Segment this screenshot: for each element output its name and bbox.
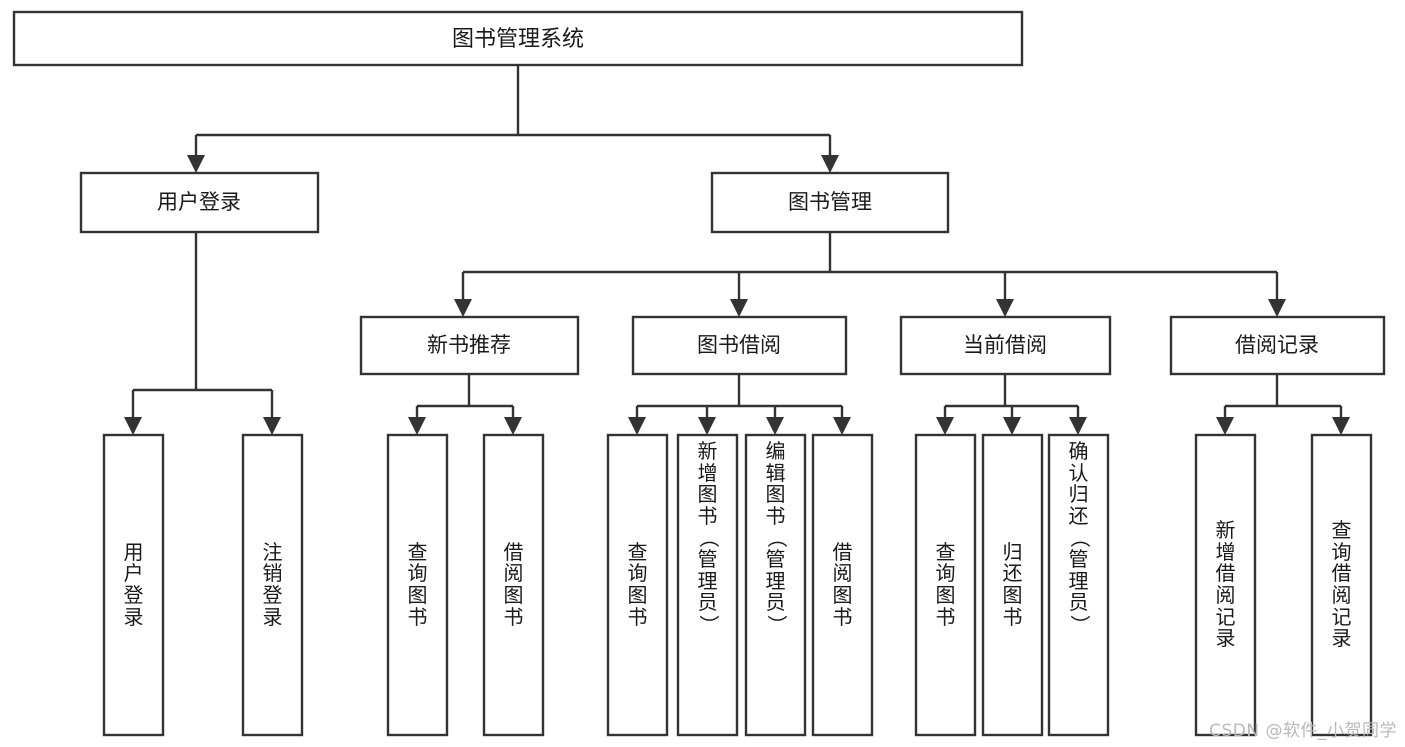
arrowhead-user-login bbox=[187, 155, 205, 173]
leaf-box-logout[interactable] bbox=[241, 433, 304, 737]
arrowhead-nb-borrow bbox=[504, 417, 522, 435]
node-current-borrow-label: 当前借阅 bbox=[963, 333, 1047, 357]
leaf-box-bb-edit[interactable] bbox=[744, 433, 807, 737]
arrowhead-bb-edit bbox=[766, 417, 784, 435]
node-root-label: 图书管理系统 bbox=[452, 27, 584, 52]
leaf-box-nb-query[interactable] bbox=[386, 433, 449, 737]
node-book-manage-label: 图书管理 bbox=[788, 190, 872, 214]
arrowhead-book-manage bbox=[821, 155, 839, 173]
node-borrow-record-label: 借阅记录 bbox=[1235, 333, 1319, 357]
leaf-box-bb-add[interactable] bbox=[676, 433, 739, 737]
node-new-book-label: 新书推荐 bbox=[427, 333, 511, 357]
leaf-box-br-add[interactable] bbox=[1194, 433, 1257, 737]
node-root-box[interactable] bbox=[12, 10, 1024, 67]
leaf-box-bb-query[interactable] bbox=[606, 433, 669, 737]
leaf-box-nb-borrow[interactable] bbox=[482, 433, 545, 737]
arrowhead-bb-borrow bbox=[833, 417, 851, 435]
arrowhead-cb-query bbox=[936, 417, 954, 435]
leaf-box-bb-borrow[interactable] bbox=[811, 433, 874, 737]
node-book-borrow-label: 图书借阅 bbox=[697, 333, 781, 357]
arrowhead-bb-add bbox=[698, 417, 716, 435]
arrowhead-br-add bbox=[1216, 417, 1234, 435]
arrowhead-cb-return bbox=[1003, 417, 1021, 435]
arrowhead-current-borrow bbox=[996, 299, 1014, 317]
leaf-box-cb-return[interactable] bbox=[981, 433, 1044, 737]
leaf-box-cb-confirm[interactable] bbox=[1047, 433, 1110, 737]
arrowhead-borrow-record bbox=[1268, 299, 1286, 317]
arrowhead-cb-confirm bbox=[1069, 417, 1087, 435]
leaf-box-br-query[interactable] bbox=[1310, 433, 1373, 737]
node-user-login-label: 用户登录 bbox=[157, 190, 241, 214]
nodes-layer: 图书管理系统 用户登录 图书管理 新书推荐 图书借阅 当前借阅 借阅记录 bbox=[12, 10, 1386, 737]
arrowhead-book-borrow bbox=[730, 299, 748, 317]
node-borrow-record-box[interactable] bbox=[1169, 315, 1386, 376]
leaf-box-cb-query[interactable] bbox=[914, 433, 977, 737]
arrowhead-br-query bbox=[1332, 417, 1350, 435]
arrowhead-new-book bbox=[454, 299, 472, 317]
edges-layer bbox=[124, 65, 1350, 435]
arrowhead-bb-query bbox=[628, 417, 646, 435]
arrowhead-nb-query bbox=[408, 417, 426, 435]
leaf-box-user-login[interactable] bbox=[102, 433, 165, 737]
arrowhead-leaf-logout bbox=[263, 417, 281, 435]
node-book-manage-box[interactable] bbox=[710, 171, 950, 234]
node-book-borrow-box[interactable] bbox=[631, 315, 848, 376]
arrowhead-leaf-user-login bbox=[124, 417, 142, 435]
watermark-text: CSDN @软件_小贺同学 bbox=[1209, 721, 1397, 741]
node-new-book-box[interactable] bbox=[359, 315, 580, 376]
node-current-borrow-box[interactable] bbox=[899, 315, 1112, 376]
node-user-login-box[interactable] bbox=[79, 171, 320, 234]
